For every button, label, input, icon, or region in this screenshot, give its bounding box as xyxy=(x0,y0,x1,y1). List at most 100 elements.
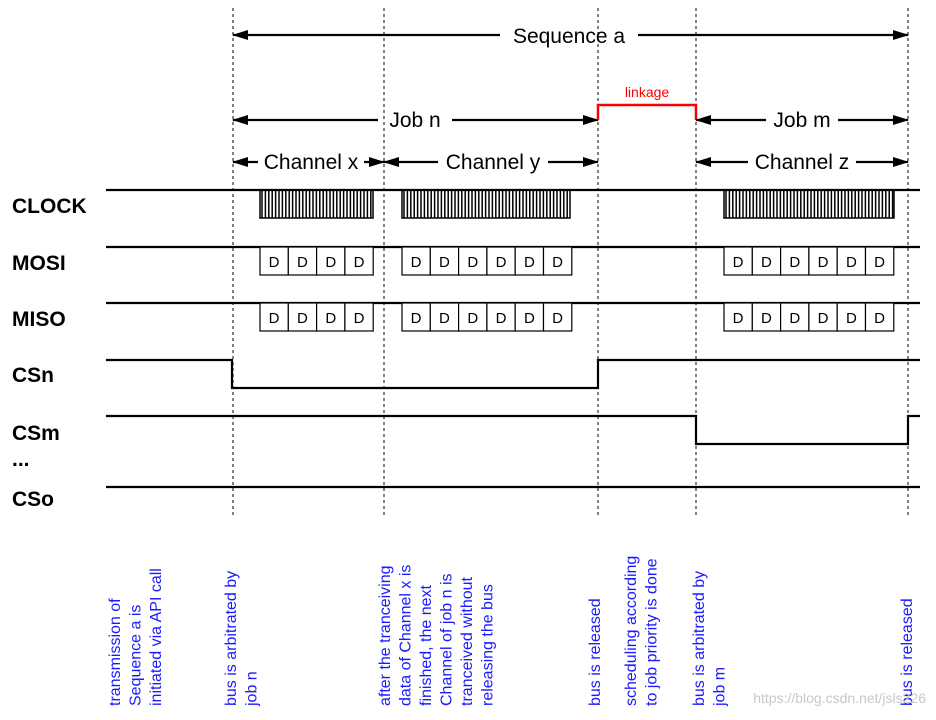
mosi-data-cell: D xyxy=(287,246,318,276)
miso-data-cell: D xyxy=(429,302,460,332)
channel-y-span: Channel y xyxy=(383,151,599,174)
data-cell-label: D xyxy=(354,310,365,327)
data-cell-label: D xyxy=(733,254,744,271)
channel-z-label: Channel z xyxy=(755,151,850,174)
data-cell-label: D xyxy=(818,254,829,271)
clock-bursts xyxy=(259,189,895,219)
mosi-data-cell: D xyxy=(542,246,573,276)
data-cell-label: D xyxy=(846,310,857,327)
mosi-data-cell: D xyxy=(723,246,753,276)
annotation-line: releasing the bus xyxy=(480,584,497,706)
data-cell-label: D xyxy=(733,310,744,327)
data-cell-label: D xyxy=(297,254,308,271)
data-cell-label: D xyxy=(496,310,507,327)
signal-label-cso: CSo xyxy=(12,488,54,511)
waveforms xyxy=(106,188,920,489)
data-cell-label: D xyxy=(874,310,885,327)
data-cell-label: D xyxy=(524,254,535,271)
annotation-line: job m xyxy=(712,667,729,707)
annotation-line: data of Channel x is xyxy=(398,565,415,706)
signal-label-miso: MISO xyxy=(12,308,66,331)
sequence-span: Sequence a xyxy=(232,25,909,48)
channel-x-span: Channel x xyxy=(232,151,385,174)
job-n-span: Job n xyxy=(232,109,599,132)
csm-waveform xyxy=(106,414,920,446)
annotation-line: scheduling according xyxy=(623,556,640,706)
clock-burst xyxy=(723,189,895,219)
annotation: bus is released xyxy=(899,598,916,706)
job-n-label: Job n xyxy=(389,109,440,132)
annotation: bus is released xyxy=(587,598,604,706)
annotation-line: bus is released xyxy=(587,598,604,706)
miso-data-cell: D xyxy=(316,302,346,332)
job-m-span: Job m xyxy=(695,109,909,132)
annotation-line: bus is arbitrated by xyxy=(691,571,708,706)
annotation-line: Sequence a is xyxy=(128,605,145,706)
mosi-data-cell: D xyxy=(429,246,460,276)
mosi-data-cell: D xyxy=(751,246,782,276)
mosi-data-cell: D xyxy=(779,246,810,276)
miso-data-cell: D xyxy=(458,302,488,332)
mosi-data-cell: D xyxy=(259,246,289,276)
signal-label-clock: CLOCK xyxy=(12,195,87,218)
miso-data-cell: D xyxy=(287,302,318,332)
channel-y-label: Channel y xyxy=(446,151,541,174)
signal-label-csn: CSn xyxy=(12,364,54,387)
data-cell-label: D xyxy=(761,254,772,271)
data-cell-label: D xyxy=(552,254,563,271)
miso-data-cell: D xyxy=(486,302,516,332)
data-cell-label: D xyxy=(818,310,829,327)
mosi-data-cell: D xyxy=(344,246,374,276)
data-cell-label: D xyxy=(439,254,450,271)
data-cell-label: D xyxy=(297,310,308,327)
data-cell-label: D xyxy=(846,254,857,271)
clock-burst xyxy=(259,189,374,219)
data-cell-label: D xyxy=(789,310,800,327)
watermark: https://blog.csdn.net/jsls226 xyxy=(753,690,926,706)
mosi-data-cell: D xyxy=(316,246,346,276)
miso-data-cell: D xyxy=(779,302,810,332)
signal-labels: CLOCK MOSI MISO CSn CSm ... CSo xyxy=(12,195,87,511)
mosi-data-cell: D xyxy=(401,246,431,276)
data-cell-label: D xyxy=(467,310,478,327)
miso-data-cell: D xyxy=(723,302,753,332)
mosi-data-cell: D xyxy=(864,246,895,276)
mosi-data-cell: D xyxy=(808,246,838,276)
data-cell-label: D xyxy=(411,254,422,271)
mosi-data-cell: D xyxy=(458,246,488,276)
signal-label-mosi: MOSI xyxy=(12,252,66,275)
linkage-bracket: linkage xyxy=(596,84,698,120)
miso-data-cell: D xyxy=(401,302,431,332)
annotation-line: Channel of job n is xyxy=(439,573,456,706)
data-cell-label: D xyxy=(761,310,772,327)
channel-x-label: Channel x xyxy=(264,151,359,174)
miso-data-cell: D xyxy=(514,302,545,332)
sequence-label: Sequence a xyxy=(513,25,625,48)
data-cell-label: D xyxy=(269,254,280,271)
linkage-label: linkage xyxy=(625,84,670,100)
job-m-label: Job m xyxy=(773,109,830,132)
miso-data-cell: D xyxy=(344,302,374,332)
annotation-line: finished, the next xyxy=(418,584,435,706)
channel-z-span: Channel z xyxy=(695,151,909,174)
annotation-line: transmission of xyxy=(107,598,124,706)
csn-waveform xyxy=(106,358,920,390)
data-cell-label: D xyxy=(325,310,336,327)
mosi-data-cell: D xyxy=(486,246,516,276)
data-cell-label: D xyxy=(411,310,422,327)
annotation-line: bus is arbitrated by xyxy=(223,571,240,706)
data-cell-label: D xyxy=(552,310,563,327)
data-cell-label: D xyxy=(467,254,478,271)
annotation-line: bus is released xyxy=(899,598,916,706)
mosi-data-cell: D xyxy=(836,246,867,276)
miso-data-cell: D xyxy=(542,302,573,332)
miso-data-cell: D xyxy=(808,302,838,332)
